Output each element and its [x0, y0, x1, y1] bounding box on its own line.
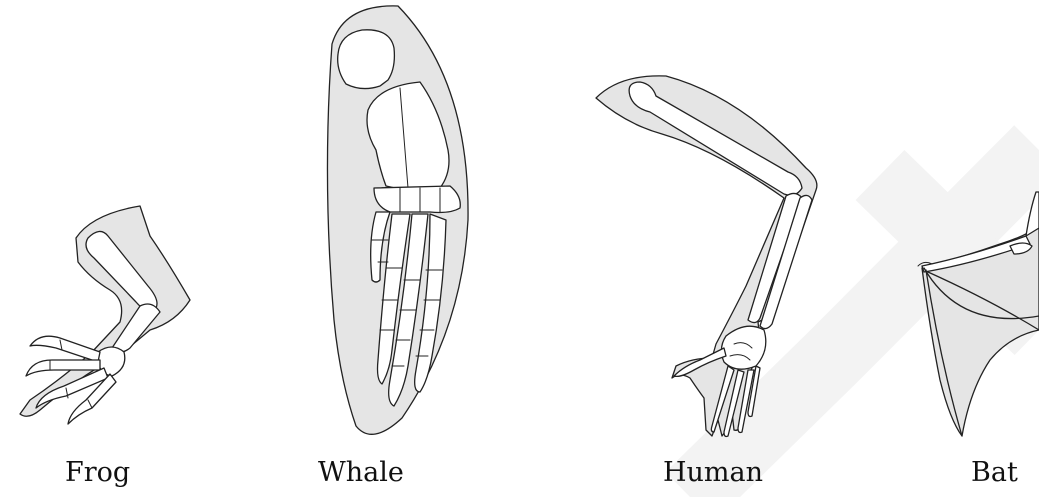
frog-forelimb-illustration [20, 206, 190, 424]
human-label: Human [663, 458, 763, 488]
frog-label: Frog [65, 458, 130, 488]
whale-label: Whale [318, 458, 404, 488]
whale-carpal-bones [374, 186, 460, 213]
bat-label: Bat [971, 458, 1018, 488]
whale-flipper-illustration [327, 6, 468, 434]
frog-digit-1 [30, 336, 100, 362]
whale-humerus-bone [338, 30, 395, 89]
